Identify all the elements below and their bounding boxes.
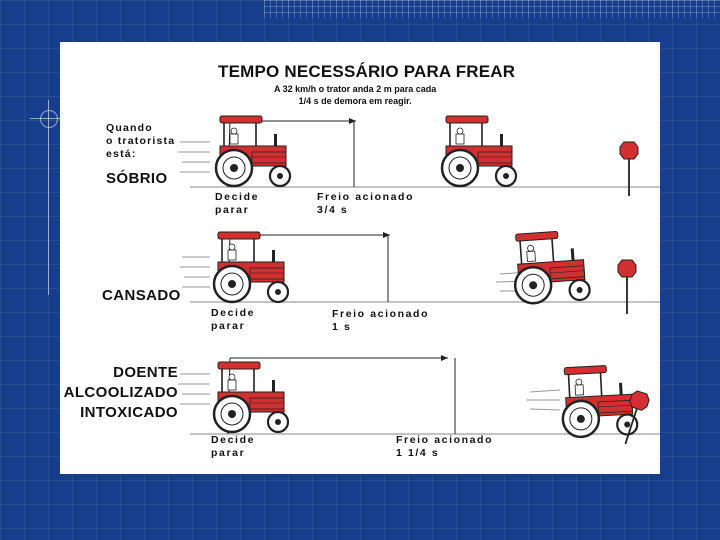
decorative-circle	[40, 110, 58, 128]
tractor-icon	[442, 116, 516, 186]
condition-label-sober: SÓBRIO	[106, 170, 168, 187]
decorative-grid-pattern	[264, 0, 720, 18]
braking-time-illustration: TEMPO NECESSÁRIO PARA FREAR A 32 km/h o …	[60, 42, 660, 474]
driver-question: Quando o tratorista está:	[106, 122, 175, 161]
tractor-icon	[560, 364, 638, 438]
tractor-icon	[216, 116, 290, 186]
brake-label: Freio acionado 3/4 s	[317, 191, 414, 217]
tractor-icon	[214, 232, 288, 302]
decide-label: Decide parar	[211, 434, 255, 460]
brake-label: Freio acionado 1 s	[332, 308, 429, 334]
figure-title: TEMPO NECESSÁRIO PARA FREAR	[218, 62, 515, 82]
stop-sign-icon	[618, 260, 636, 314]
tractor-icon	[214, 362, 288, 432]
condition-label-tired: CANSADO	[102, 287, 181, 304]
figure-subtitle: A 32 km/h o trator anda 2 m para cada 1/…	[274, 83, 436, 107]
decorative-vertical-line	[48, 100, 49, 295]
stop-sign-icon	[620, 142, 638, 196]
condition-label-impaired: DOENTE ALCOOLIZADO INTOXICADO	[60, 363, 178, 423]
tractor-icon	[512, 229, 591, 304]
decide-label: Decide parar	[215, 191, 259, 217]
brake-label: Freio acionado 1 1/4 s	[396, 434, 493, 460]
decide-label: Decide parar	[211, 307, 255, 333]
